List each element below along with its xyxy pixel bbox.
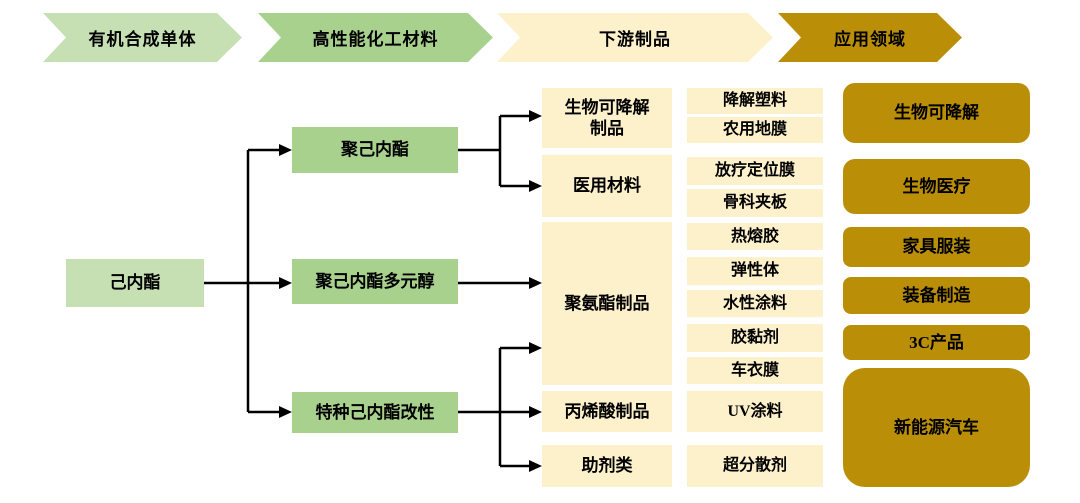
box-acrylic-products: 丙烯酸制品 xyxy=(542,391,672,432)
box-radiotherapy-positioning-film: 放疗定位膜 xyxy=(687,157,823,185)
box-additives: 助剂类 xyxy=(542,445,672,487)
box-special-caprolactone-modified: 特种己内酯改性 xyxy=(292,392,458,433)
box-orthopedic-splint: 骨科夹板 xyxy=(687,189,823,217)
box-medical-materials: 医用材料 xyxy=(542,155,672,217)
header-chevron-downstream xyxy=(497,13,773,62)
box-biodegradable-products: 生物可降解 制品 xyxy=(542,88,672,148)
box-app-equipment-manufacturing: 装备制造 xyxy=(843,277,1030,314)
box-elastomer: 弹性体 xyxy=(687,257,823,285)
box-app-new-energy-vehicles: 新能源汽车 xyxy=(843,368,1030,487)
header-chevron-materials xyxy=(258,13,493,62)
arrowhead-icons xyxy=(279,110,542,472)
box-degradable-plastics: 降解塑料 xyxy=(687,88,823,114)
box-polycaprolactone: 聚己内酯 xyxy=(292,127,458,173)
box-app-biomedical: 生物医疗 xyxy=(843,159,1030,214)
box-app-furniture-apparel: 家具服装 xyxy=(843,227,1030,267)
box-agricultural-mulch-film: 农用地膜 xyxy=(687,117,823,143)
box-hyperdispersant: 超分散剂 xyxy=(687,445,823,487)
box-polycaprolactone-polyol: 聚己内酯多元醇 xyxy=(292,259,458,304)
header-chevron-applications xyxy=(778,13,962,62)
header-label-downstream: 下游制品 xyxy=(599,30,671,49)
connector-lines xyxy=(204,114,532,468)
box-adhesive: 胶黏剂 xyxy=(687,324,823,352)
box-polyurethane-products: 聚氨酯制品 xyxy=(542,222,672,385)
box-uv-coatings: UV涂料 xyxy=(687,391,823,432)
box-car-wrap-film: 车衣膜 xyxy=(687,357,823,384)
header-chevron-monomer xyxy=(43,13,242,62)
box-app-biodegradable: 生物可降解 xyxy=(843,83,1030,143)
header-label-materials: 高性能化工材料 xyxy=(312,30,439,49)
box-waterborne-coatings: 水性涂料 xyxy=(687,290,823,317)
box-caprolactone: 己内酯 xyxy=(66,259,204,307)
box-hot-melt-adhesive: 热熔胶 xyxy=(687,223,823,250)
box-app-3c-products: 3C产品 xyxy=(843,325,1030,360)
header-label-applications: 应用领域 xyxy=(834,30,906,49)
header-label-monomer: 有机合成单体 xyxy=(88,30,197,49)
